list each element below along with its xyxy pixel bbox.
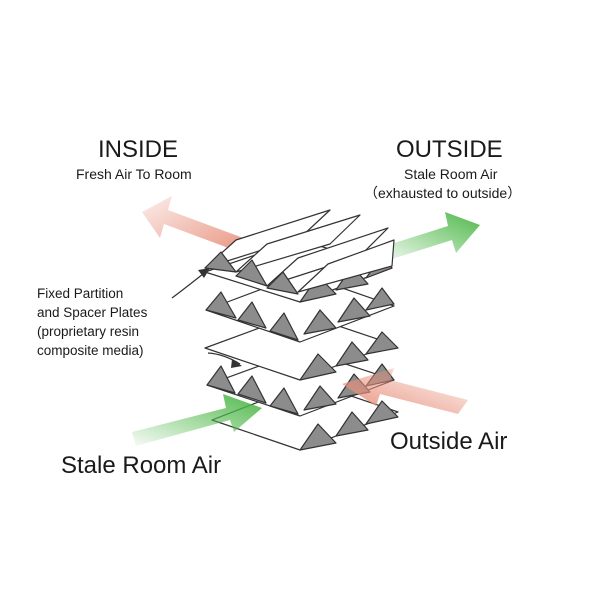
partition-note-line1: Fixed Partition <box>37 286 124 301</box>
outside-heading: OUTSIDE <box>396 136 503 163</box>
exhaust-arrow <box>385 212 480 260</box>
stale-air-in-arrow <box>132 394 262 446</box>
partition-note-line4: composite media) <box>37 343 144 358</box>
outside-caption-line2: （exhausted to outside） <box>364 185 522 201</box>
outside-caption-line1: Stale Room Air <box>404 166 498 182</box>
partition-note-line2: and Spacer Plates <box>37 305 148 320</box>
partition-note: Fixed Partition and Spacer Plates (propr… <box>37 284 197 360</box>
leader-line-partition-arrowhead <box>198 268 210 278</box>
leader-line-spacer <box>207 352 241 365</box>
leader-line-spacer-arrowhead <box>231 359 242 368</box>
partition-note-line3: (proprietary resin <box>37 324 140 339</box>
outside-air-in-arrow <box>342 368 468 414</box>
inside-heading: INSIDE <box>98 136 179 163</box>
outside-air-label: Outside Air <box>390 428 508 455</box>
inside-caption: Fresh Air To Room <box>76 166 192 182</box>
fresh-air-arrow <box>142 196 246 253</box>
stale-room-air-label: Stale Room Air <box>61 452 222 479</box>
